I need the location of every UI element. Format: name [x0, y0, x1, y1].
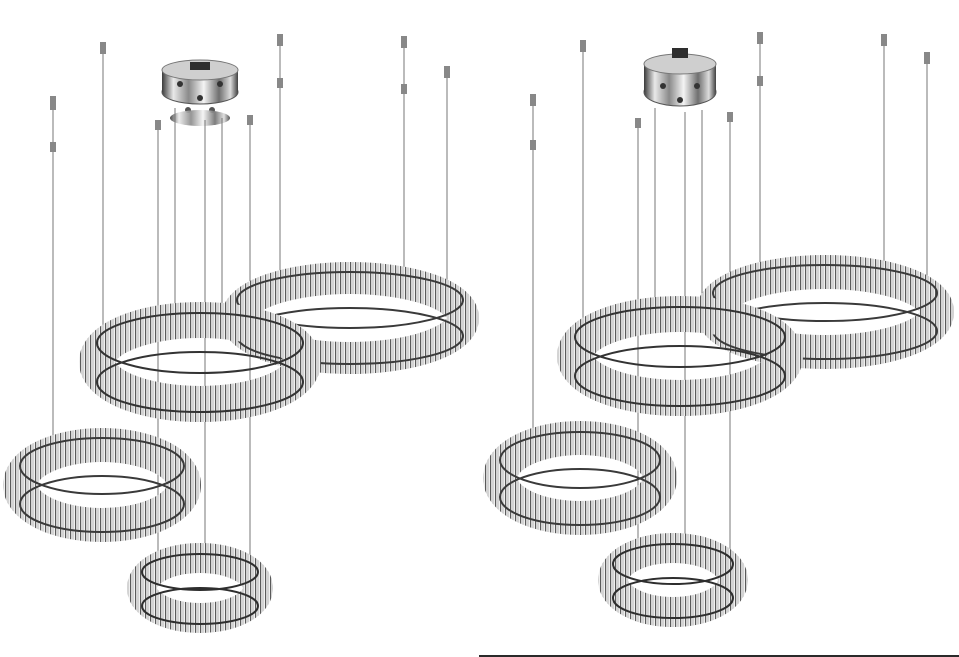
chandelier-left-drawing	[3, 34, 479, 633]
chandelier-right-drawing	[483, 32, 954, 627]
ring-lower-left	[3, 428, 201, 542]
ceiling-canopy	[161, 59, 239, 126]
chandelier-right-view	[480, 0, 959, 657]
ring-bottom	[598, 533, 748, 627]
bottom-divider-line	[479, 655, 959, 657]
ring-lower-left	[483, 421, 677, 535]
ring-middle	[557, 296, 803, 416]
ceiling-canopy	[643, 48, 717, 107]
chandelier-left-view	[0, 0, 479, 657]
ring-middle	[79, 302, 321, 422]
ring-bottom	[127, 543, 273, 633]
wire-end-caps	[50, 34, 450, 152]
wire-end-caps	[530, 32, 930, 150]
